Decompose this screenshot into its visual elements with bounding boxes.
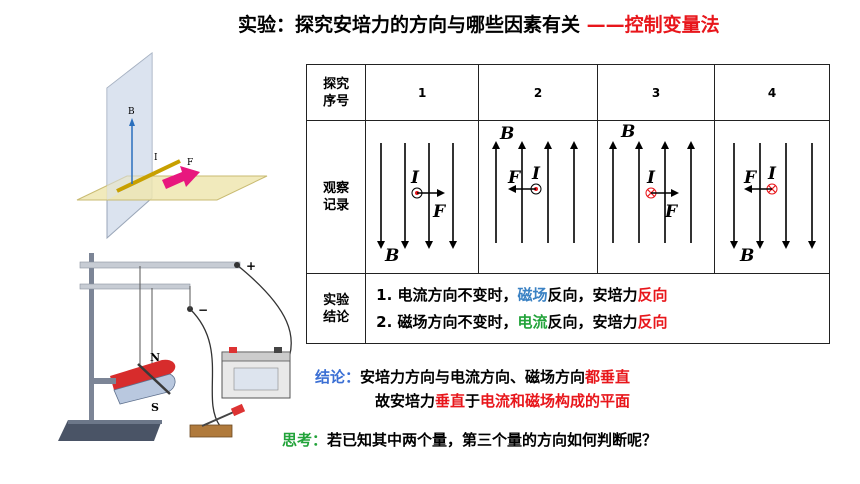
title-method: ——控制变量法 — [586, 14, 720, 36]
fig-i-label: I — [154, 153, 158, 163]
table-header-row: 探究 序号 1 2 3 4 — [305, 64, 830, 121]
observation-row: 观察 记录 I F B — [305, 120, 830, 274]
column-3-header: 3 — [597, 64, 715, 121]
column-2-header: 2 — [478, 64, 599, 121]
obs3-b: B — [620, 122, 635, 142]
column-4-header: 4 — [714, 64, 830, 121]
obs2-b: B — [499, 124, 514, 144]
title-main: 实验：探究安培力的方向与哪些因素有关 — [238, 14, 581, 36]
result-line-1: 结论：安培力方向与电流方向、磁场方向都垂直 — [315, 368, 631, 386]
conductor-bar — [137, 363, 171, 395]
conclusion-2: 2. 磁场方向不变时，电流反向，安培力反向 — [376, 312, 668, 331]
result-line-2: 故安培力垂直于电流和磁场构成的平面 — [375, 392, 631, 410]
result-block: 结论：安培力方向与电流方向、磁场方向都垂直 故安培力垂直于电流和磁场构成的平面 — [315, 365, 630, 413]
horseshoe-magnet — [110, 359, 176, 390]
conclusion-cell: 1. 电流方向不变时，磁场反向，安培力反向 2. 磁场方向不变时，电流反向，安培… — [365, 273, 830, 344]
observation-4: I F B — [714, 120, 830, 274]
observation-1-diagram: I F B — [377, 143, 458, 266]
result-label: 结论： — [315, 368, 361, 386]
stand-base — [58, 420, 162, 441]
obs2-i: I — [531, 164, 541, 184]
observation-3: B I F — [597, 120, 715, 274]
knife-switch — [189, 424, 233, 438]
lower-rail — [79, 283, 191, 290]
think-question: 思考：若已知其中两个量，第三个量的方向如何判断呢？ — [282, 429, 657, 450]
observation-4-diagram: I F B — [730, 143, 816, 266]
conclusion-row: 实验 结论 1. 电流方向不变时，磁场反向，安培力反向 2. 磁场方向不变时，电… — [305, 273, 830, 344]
obs3-f: F — [664, 202, 679, 222]
observe-label-cell: 观察 记录 — [305, 120, 367, 274]
obs4-i: I — [767, 164, 777, 184]
wire-minus — [189, 308, 221, 427]
magnet-s-label: S — [151, 401, 159, 414]
minus-label: − — [198, 303, 208, 317]
observation-3-diagram: B I F — [609, 122, 696, 243]
conductor-rod — [116, 159, 181, 193]
think-label: 思考： — [282, 431, 328, 449]
obs1-f: F — [432, 202, 447, 222]
page-title: 实验：探究安培力的方向与哪些因素有关 ——控制变量法 — [238, 10, 720, 37]
fig-b-label: B — [128, 107, 135, 117]
fig-f-label: F — [187, 158, 193, 168]
column-1-header: 1 — [365, 64, 480, 121]
obs4-b: B — [739, 246, 754, 266]
obs1-b: B — [384, 246, 399, 266]
conclusion-label-cell: 实验 结论 — [305, 273, 367, 344]
stand-pole — [89, 253, 94, 420]
force-direction-diagram: B I F — [76, 51, 268, 240]
experiment-table: 探究 序号 1 2 3 4 观察 记录 I F B — [305, 64, 830, 344]
force-arrow — [162, 166, 200, 189]
observation-2: B I F — [478, 120, 599, 274]
obs1-i: I — [410, 168, 420, 188]
upper-rail — [79, 261, 241, 269]
obs2-f: F — [507, 168, 522, 188]
obs3-i: I — [646, 168, 656, 188]
apparatus-illustration: + − N S — [58, 253, 292, 441]
obs4-f: F — [743, 168, 758, 188]
think-text: 若已知其中两个量，第三个量的方向如何判断呢？ — [327, 431, 658, 449]
plus-label: + — [246, 259, 256, 273]
header-label-cell: 探究 序号 — [305, 64, 367, 121]
magnet-n-label: N — [150, 351, 160, 364]
conclusion-1: 1. 电流方向不变时，磁场反向，安培力反向 — [376, 285, 668, 304]
observation-2-diagram: B I F — [492, 124, 579, 243]
observation-1: I F B — [365, 120, 480, 274]
